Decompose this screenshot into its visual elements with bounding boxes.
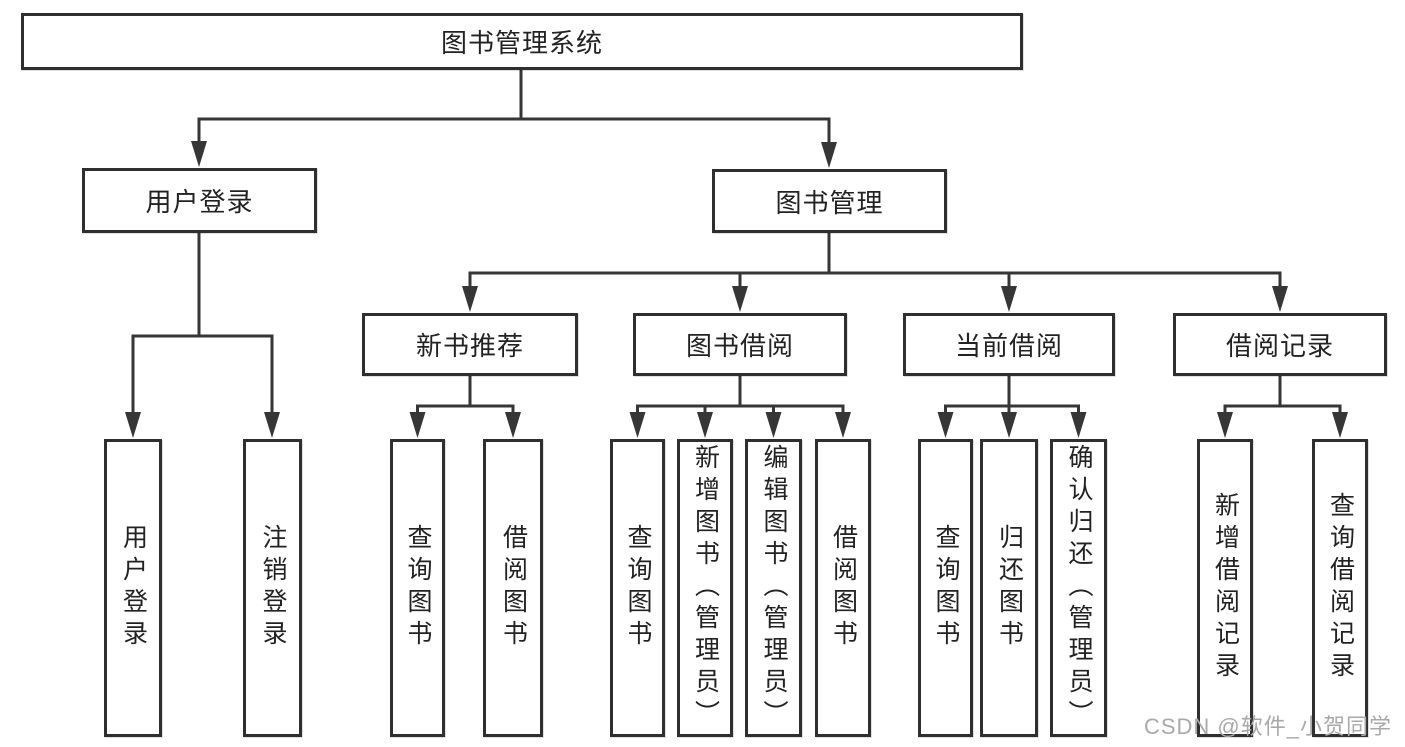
node-label: 用户登录 [119, 524, 148, 652]
node-label: 新增图书（管理员） [691, 444, 720, 732]
node-label: 编辑图书（管理员） [760, 444, 788, 732]
node-query-books-borrow: 查询图书 [610, 439, 665, 737]
node-label: 借阅图书 [829, 524, 858, 652]
node-borrow-books-borrow: 借阅图书 [815, 439, 871, 737]
node-borrow-books-recommend: 借阅图书 [483, 439, 543, 737]
node-add-borrow-record: 新增借阅记录 [1197, 439, 1253, 737]
node-label: 用户登录 [145, 187, 254, 217]
watermark: CSDN @软件_小贺同学 [1143, 714, 1392, 739]
node-logout-login: 注销登录 [243, 439, 302, 737]
node-query-books-current: 查询图书 [918, 439, 973, 737]
node-borrowing-records: 借阅记录 [1173, 313, 1387, 376]
node-label: 图书管理系统 [440, 28, 603, 58]
node-label: 当前借阅 [954, 331, 1063, 361]
node-query-borrow-record: 查询借阅记录 [1312, 439, 1368, 737]
node-label: 查询图书 [404, 524, 432, 652]
node-library-system: 图书管理系统 [21, 13, 1023, 70]
node-label: 确认归还（管理员） [1065, 444, 1093, 732]
node-label: 新增借阅记录 [1211, 492, 1240, 684]
node-label: 注销登录 [259, 524, 287, 652]
node-label: 借阅记录 [1225, 331, 1334, 361]
node-label: 查询借阅记录 [1326, 492, 1355, 684]
node-book-management: 图书管理 [712, 169, 947, 233]
node-user-login-action: 用户登录 [104, 439, 162, 737]
node-return-books: 归还图书 [980, 439, 1038, 737]
node-label: 归还图书 [995, 524, 1024, 652]
node-label: 借阅图书 [499, 524, 528, 652]
node-label: 查询图书 [932, 524, 960, 652]
node-new-book-recommendation: 新书推荐 [362, 313, 578, 376]
node-add-book-admin: 新增图书（管理员） [677, 439, 733, 737]
node-label: 查询图书 [624, 524, 652, 652]
node-label: 图书借阅 [685, 331, 794, 361]
node-confirm-return-admin: 确认归还（管理员） [1050, 439, 1107, 737]
node-label: 新书推荐 [415, 331, 524, 361]
node-label: 图书管理 [775, 187, 884, 218]
node-current-borrowing: 当前借阅 [903, 313, 1115, 376]
node-query-books-recommend: 查询图书 [390, 439, 445, 737]
node-user-login: 用户登录 [82, 168, 317, 233]
node-book-borrowing: 图书借阅 [633, 313, 847, 376]
node-edit-book-admin: 编辑图书（管理员） [745, 439, 802, 737]
